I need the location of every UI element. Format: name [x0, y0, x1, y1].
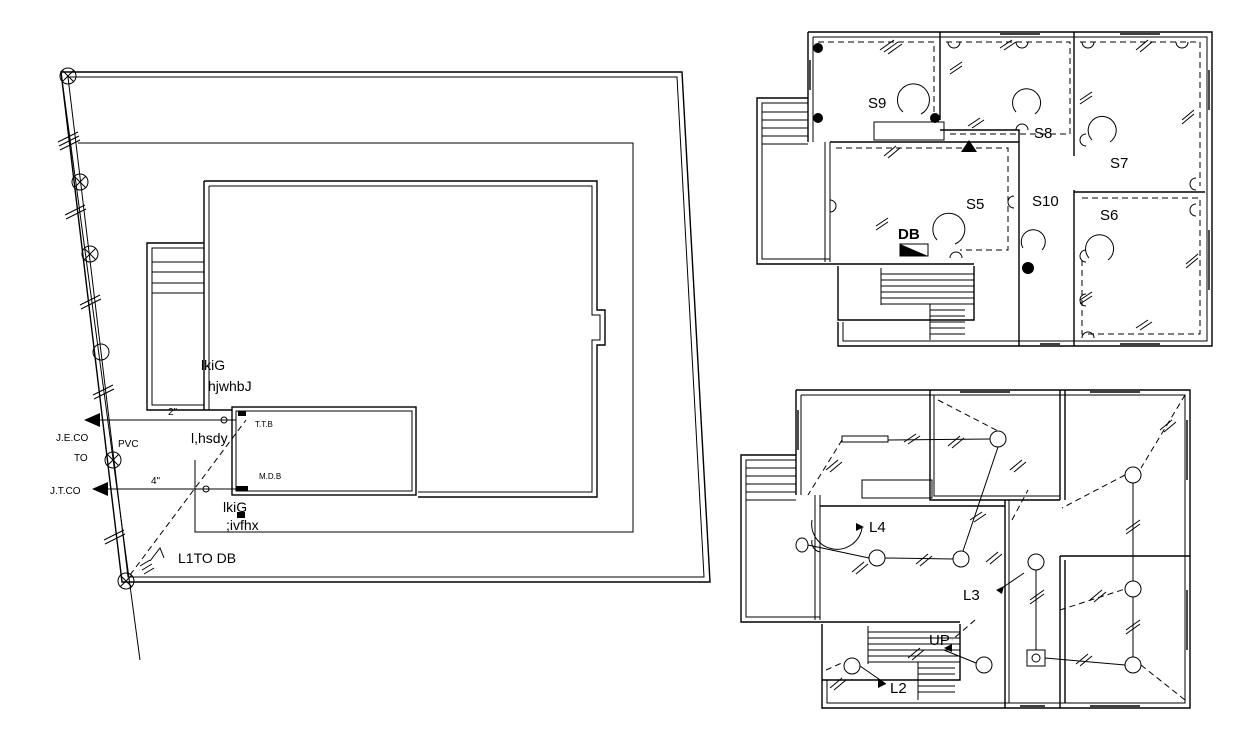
arrow-l2	[878, 678, 886, 688]
hindi-note-3a: lkiG	[223, 499, 247, 515]
lighting-windows	[797, 391, 1188, 707]
lighting-stair	[821, 624, 961, 681]
lighting-wiring	[807, 438, 1134, 685]
power-outer-wall	[808, 31, 1213, 347]
stair-lines	[152, 261, 204, 294]
ttb-symbol	[238, 411, 246, 416]
building-outline	[204, 180, 606, 498]
label-s10: S10	[1032, 193, 1059, 210]
setback-line	[78, 142, 634, 533]
power-balcony	[756, 97, 974, 265]
power-plan: S9 S8 S7 S5 S10 S6 DB	[756, 31, 1213, 347]
power-windows	[809, 33, 1210, 345]
lighting-counter	[861, 479, 933, 499]
hindi-note-2: l,hsdy	[191, 430, 228, 446]
hindi-note-3b: ;ivfhx	[226, 517, 259, 533]
bell-symbol	[961, 140, 977, 152]
label-l2: L2	[890, 680, 907, 697]
jtco-label: J.T.CO	[50, 486, 81, 497]
service-line	[60, 71, 141, 661]
power-circuits	[818, 41, 1201, 335]
hindi-note-1a: lkiG	[201, 357, 225, 373]
arrow-jtco	[92, 482, 108, 496]
hindi-note-1b: hjwhbJ	[208, 378, 252, 394]
label-s6: S6	[1100, 207, 1118, 224]
switch-arcs	[896, 83, 1117, 261]
label-s5: S5	[966, 196, 984, 213]
l1-to-db-label: L1TO DB	[178, 550, 236, 566]
plot-boundary-inner	[67, 76, 705, 578]
lighting-hatch	[825, 419, 1177, 691]
power-stair	[837, 266, 975, 321]
mdb-symbol	[236, 486, 248, 491]
side-block	[146, 242, 232, 411]
power-window-hatch	[875, 39, 1199, 331]
pipe-2-label: 2"	[168, 407, 178, 418]
to-label: TO	[74, 453, 88, 464]
pvc-label: PVC	[118, 439, 139, 450]
lighting-balcony-steps	[746, 467, 796, 501]
tube-light	[841, 435, 889, 443]
lighting-outer-wall	[796, 389, 1191, 709]
pipe-4-label: 4"	[151, 476, 161, 487]
pole-markers	[59, 67, 135, 590]
arrow-jeco	[84, 413, 100, 427]
building-outline-inner	[209, 185, 601, 493]
site-plan: lkiG hjwhbJ 2" T.T.B l,hsdy J.E.CO PVC T…	[50, 67, 711, 661]
mdb-label: M.D.B	[259, 472, 281, 481]
label-l3: L3	[963, 587, 980, 604]
jeco-label: J.E.CO	[56, 433, 88, 444]
label-up: UP	[929, 632, 950, 649]
arrow-l3	[996, 586, 1004, 594]
label-l4: L4	[869, 519, 886, 536]
meter-room	[231, 406, 417, 496]
label-s8: S8	[1034, 125, 1052, 142]
power-balcony-steps	[762, 111, 808, 145]
kitchen-counter	[873, 121, 945, 141]
arrow-l4	[856, 523, 864, 531]
label-s7: S7	[1110, 155, 1128, 172]
label-db: DB	[898, 226, 920, 243]
wall-sockets	[829, 41, 1197, 339]
fan-box	[1026, 649, 1046, 667]
plot-boundary	[60, 71, 711, 583]
arrow-up	[944, 644, 952, 652]
meter-symbol	[237, 512, 245, 518]
ttb-label: T.T.B	[255, 420, 273, 429]
power-stair-treads	[880, 268, 974, 340]
lighting-plan: L4 L3 UP L2	[740, 389, 1191, 709]
label-s9: S9	[868, 95, 886, 112]
cable-ticks	[57, 131, 126, 545]
l1-to-db-line	[129, 419, 247, 576]
db-symbol	[900, 244, 928, 256]
fixture-dot	[1022, 262, 1034, 274]
lighting-dashed-runs	[807, 394, 1186, 701]
lighting-balcony	[740, 454, 960, 623]
